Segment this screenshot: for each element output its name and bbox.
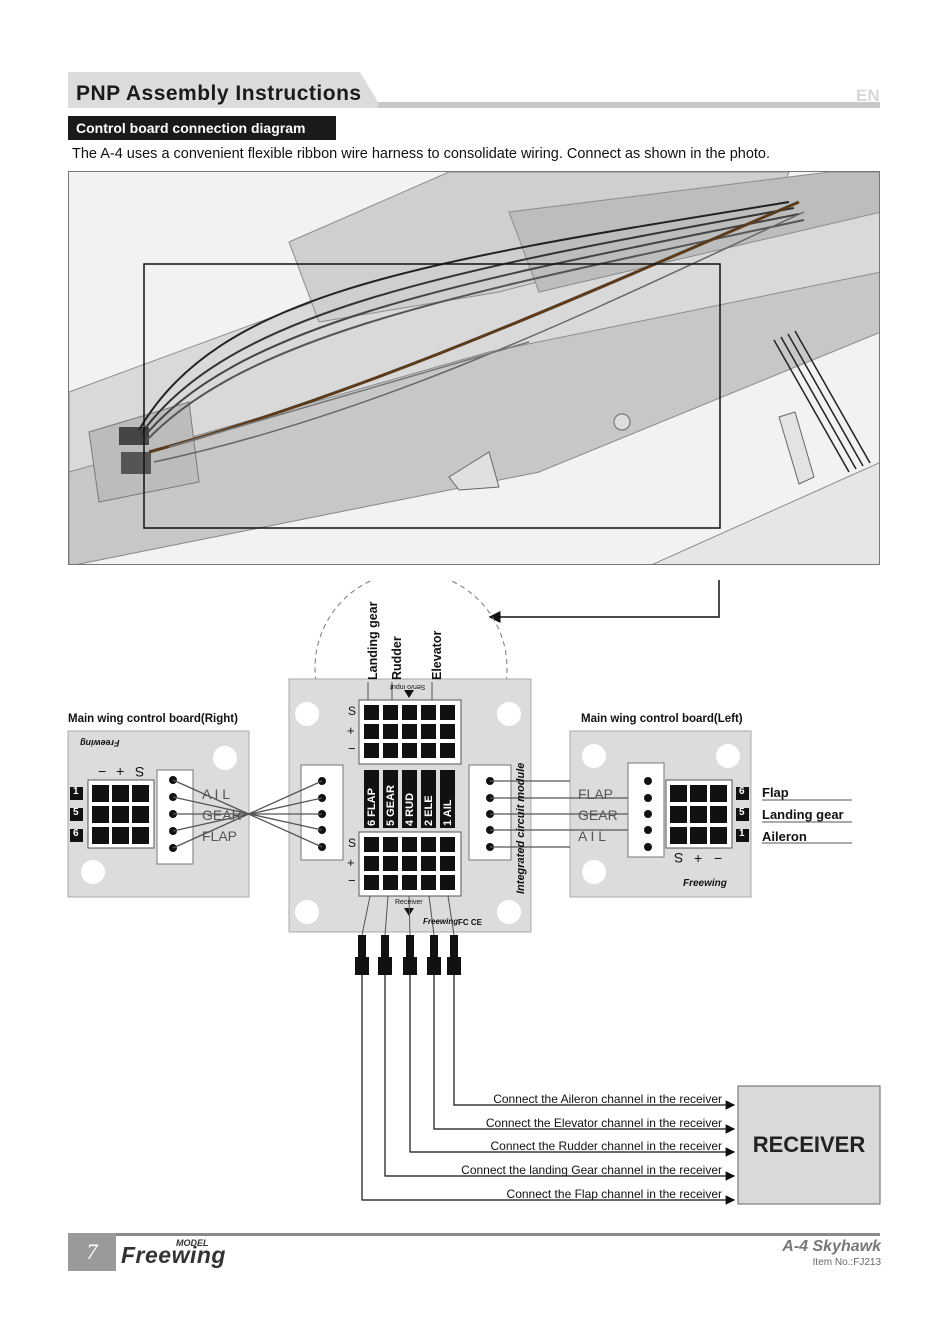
aircraft-wiring-photo (68, 171, 880, 565)
brand-logo: Freewing (121, 1242, 226, 1268)
receiver-tag: Receiver (395, 899, 423, 906)
connection-diagram (67, 580, 881, 1205)
conn-aileron-text: Connect the Aileron channel in the recei… (493, 1092, 722, 1106)
right-board-title: Main wing control board(Right) (68, 713, 238, 725)
right-conn-gear: GEAR (202, 807, 242, 823)
receiver-label: RECEIVER (752, 1132, 866, 1157)
channel-tile-rud: 4 RUD (404, 792, 416, 826)
left-board-title: Main wing control board(Left) (581, 713, 743, 725)
left-rail-s: S (674, 850, 684, 866)
intro-text: The A-4 uses a convenient flexible ribbo… (72, 146, 771, 162)
channel-tile-ele: 2 ELE (423, 795, 435, 826)
center-rail-s-top: S (348, 704, 357, 718)
center-board-brand: Freewing (423, 917, 459, 926)
brand-logo-model: MODEL (176, 1238, 209, 1248)
left-rail-plus: + (694, 850, 703, 866)
center-rail-s-bottom: S (348, 836, 357, 850)
footer-rule (68, 1233, 880, 1236)
left-rail-minus: − (714, 850, 723, 866)
page-title: PNP Assembly Instructions (76, 82, 362, 105)
item-number: Item No.:FJ213 (812, 1257, 881, 1268)
conn-flap-text: Connect the Flap channel in the receiver (506, 1187, 722, 1201)
right-conn-flap: FLAP (202, 828, 238, 844)
channel-tile-flap: 6 FLAP (366, 788, 378, 826)
servo-label-rudder: Rudder (390, 636, 404, 680)
model-name: A-4 Skyhawk (782, 1238, 881, 1255)
module-label: Integrated circuit module (515, 762, 527, 894)
center-rail-minus-bottom: − (348, 873, 356, 888)
channel-tile-ail: 1 AIL (442, 799, 454, 826)
channel-tile-gear: 5 GEAR (385, 785, 397, 826)
receiver-plugs (355, 935, 461, 975)
left-name-flap: Flap (762, 785, 789, 800)
left-conn-gear: GEAR (578, 807, 618, 823)
left-name-landing-gear: Landing gear (762, 807, 844, 822)
conn-gear-text: Connect the landing Gear channel in the … (461, 1163, 722, 1177)
right-ch-1: 1 (73, 786, 79, 797)
center-rail-plus-bottom: + (347, 855, 355, 870)
cert-marks: FC CE (458, 918, 482, 927)
right-rail-minus: − (98, 764, 107, 780)
right-ch-5: 5 (73, 807, 79, 818)
conn-rudder-text: Connect the Rudder channel in the receiv… (490, 1139, 722, 1153)
left-ch-6: 6 (739, 786, 745, 797)
servo-label-landing-gear: Landing gear (366, 601, 380, 680)
language-tag: EN (856, 86, 880, 105)
right-rail-plus: + (116, 764, 125, 780)
center-control-board (288, 678, 532, 933)
center-rail-plus-top: + (347, 723, 355, 738)
left-board-brand: Freewing (683, 878, 727, 889)
right-ch-6: 6 (73, 828, 79, 839)
left-conn-flap: FLAP (578, 786, 614, 802)
left-ch-1: 1 (739, 828, 745, 839)
left-conn-ail: A I L (578, 828, 607, 844)
right-conn-ail: A I L (202, 786, 231, 802)
right-board-brand: Freewing (80, 738, 120, 748)
page-number: 7 (68, 1233, 116, 1271)
right-wing-board (67, 730, 250, 898)
servo-label-elevator: Elevator (430, 630, 444, 680)
center-rail-minus-top: − (348, 741, 356, 756)
header-band (68, 72, 880, 108)
left-ch-5: 5 (739, 807, 745, 818)
section-title: Control board connection diagram (68, 116, 336, 140)
servo-input-label: Servo input (390, 683, 426, 690)
left-name-aileron: Aileron (762, 829, 807, 844)
conn-elevator-text: Connect the Elevator channel in the rece… (485, 1116, 722, 1130)
right-rail-s: S (135, 764, 145, 780)
